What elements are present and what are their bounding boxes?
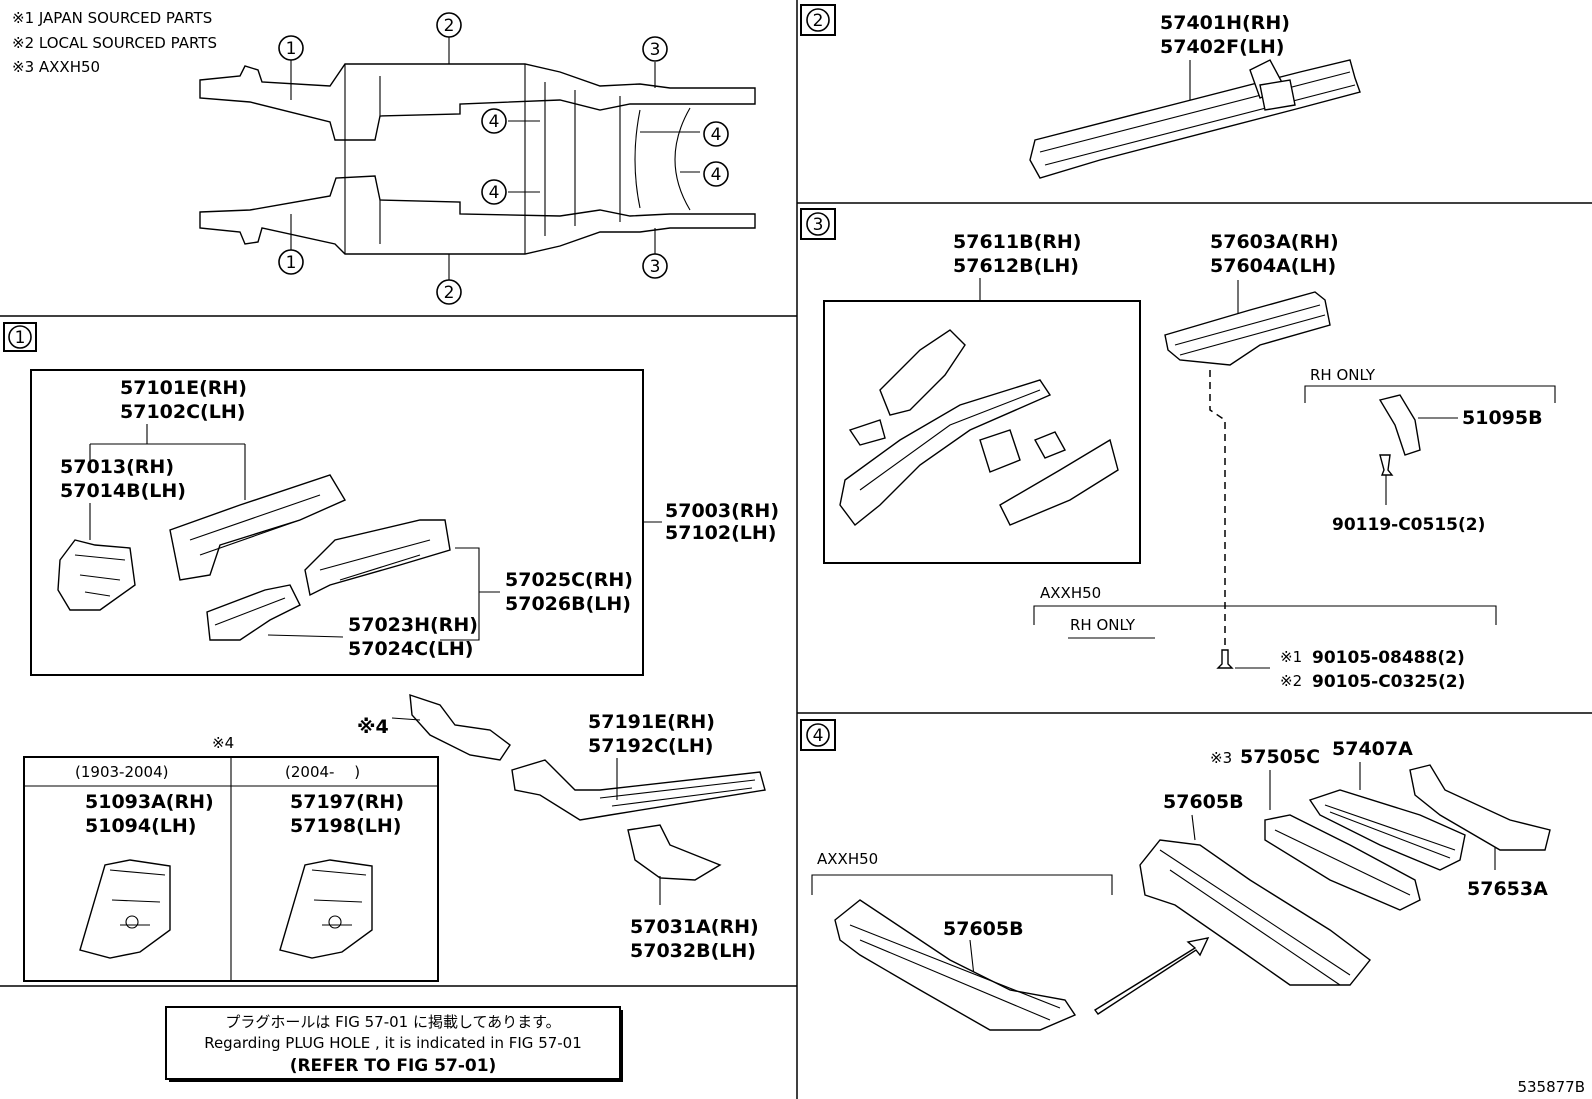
table-note-mark: ※4 (212, 734, 234, 752)
part-57031a: 57031A(RH) (630, 916, 759, 938)
part-57198: 57198(LH) (290, 815, 401, 837)
section-1-leaders (89, 424, 662, 641)
svg-text:3: 3 (650, 40, 661, 60)
part-57025c: 57025C(RH) (505, 569, 633, 591)
svg-text:4: 4 (489, 112, 500, 132)
svg-text:3: 3 (650, 257, 661, 277)
section-1-group-box (30, 369, 644, 676)
svg-text:1: 1 (286, 39, 297, 59)
part-57102c: 57102C(LH) (120, 401, 245, 423)
rh-only-label-1: RH ONLY (1310, 366, 1376, 384)
part-57402f: 57402F(LH) (1160, 36, 1284, 58)
mark-1: ※1 (1280, 648, 1302, 666)
part-57603a: 57603A(RH) (1210, 231, 1339, 253)
part-57032b: 57032B(LH) (630, 940, 756, 962)
part-57191e: 57191E(RH) (588, 711, 715, 733)
part-51095b-label: 51095B (1462, 407, 1543, 429)
figure-number: 535877B (1517, 1078, 1585, 1096)
callout-3-bottom (642, 253, 668, 279)
part-57407a: 57407A (1332, 738, 1413, 760)
part-57605b-lower: 57605B (943, 918, 1024, 940)
bracket-drawing-4 (391, 693, 511, 761)
part-90119-c0515: 90119-C0515(2) (1332, 515, 1485, 535)
part-57102: 57102(LH) (665, 522, 776, 544)
svg-text:2: 2 (444, 16, 455, 36)
rh-only-label-2: RH ONLY (1070, 616, 1136, 634)
part-57505c: 57505C (1240, 746, 1320, 768)
plug-hole-note: プラグホールは FIG 57-01 に掲載してあります。 Regarding P… (165, 1006, 623, 1082)
callout-4c (703, 121, 729, 147)
part-57013: 57013(RH) (60, 456, 174, 478)
note-line-japanese: プラグホールは FIG 57-01 に掲載してあります。 (225, 1013, 560, 1031)
part-57192c: 57192C(LH) (588, 735, 713, 757)
part-90105-08488: 90105-08488(2) (1312, 648, 1465, 668)
svg-text:4: 4 (489, 183, 500, 203)
callout-3-top (642, 36, 668, 62)
overview-callouts: 1 1 2 2 3 3 4 4 4 4 (278, 12, 729, 305)
variant-table: (1903-2004) (2004- ) 51093A(RH) 51094(LH… (23, 756, 439, 982)
note-mark-4: ※4 (357, 716, 389, 738)
part-57604a: 57604A(LH) (1210, 255, 1336, 277)
part-57612b: 57612B(LH) (953, 255, 1079, 277)
svg-text:3: 3 (813, 215, 824, 235)
overview-frame-drawing (199, 63, 756, 255)
callout-2-bottom (436, 279, 462, 305)
callout-4a (481, 108, 507, 134)
note-line-english: Regarding PLUG HOLE , it is indicated in… (204, 1034, 582, 1052)
note-axxh50: ※3 AXXH50 (12, 58, 100, 76)
svg-text:4: 4 (711, 125, 722, 145)
table-header-1903-2004: (1903-2004) (75, 763, 168, 781)
section-2-part-drawing (1029, 59, 1361, 179)
part-90105-c0325: 90105-C0325(2) (1312, 672, 1465, 692)
note-local-sourced: ※2 LOCAL SOURCED PARTS (12, 34, 217, 52)
bracket-51095-drawing (1378, 394, 1458, 505)
section-3-rail-drawing (1164, 280, 1331, 650)
part-51093a: 51093A(RH) (85, 791, 214, 813)
part-57611b: 57611B(RH) (953, 231, 1081, 253)
callout-1-top (278, 35, 304, 61)
part-51094: 51094(LH) (85, 815, 196, 837)
part-57197: 57197(RH) (290, 791, 404, 813)
part-57653a: 57653A (1467, 878, 1548, 900)
part-57605b-upper: 57605B (1163, 791, 1244, 813)
note-japan-sourced: ※1 JAPAN SOURCED PARTS (12, 9, 212, 27)
svg-text:4: 4 (813, 726, 824, 746)
bolt-drawing-section3 (1216, 649, 1270, 669)
table-header-2004: (2004- ) (285, 763, 360, 781)
callout-1-bottom (278, 249, 304, 275)
svg-text:4: 4 (711, 165, 722, 185)
callout-4b (481, 179, 507, 205)
axxh50-label-4: AXXH50 (817, 850, 878, 868)
svg-text:2: 2 (813, 11, 824, 31)
axxh50-label-3: AXXH50 (1040, 584, 1101, 602)
section-4-upper-drawings (1139, 762, 1551, 986)
callout-2-top (436, 12, 462, 38)
rocker-panel-drawing (511, 758, 766, 821)
part-57026b: 57026B(LH) (505, 593, 631, 615)
part-57014b: 57014B(LH) (60, 480, 186, 502)
part-57023h: 57023H(RH) (348, 614, 478, 636)
part-57401h: 57401H(RH) (1160, 12, 1290, 34)
mark-2: ※2 (1280, 672, 1302, 690)
note-line-refer: (REFER TO FIG 57-01) (290, 1056, 497, 1076)
callout-4d (703, 161, 729, 187)
svg-text:1: 1 (15, 328, 26, 348)
mark-3: ※3 (1210, 749, 1232, 767)
svg-text:2: 2 (444, 283, 455, 303)
part-57003: 57003(RH) (665, 500, 779, 522)
section-1-part-drawings (57, 474, 451, 641)
svg-text:1: 1 (286, 253, 297, 273)
bracket-57031-drawing (627, 824, 722, 905)
part-57024c: 57024C(LH) (348, 638, 473, 660)
section-3-group-drawings (839, 329, 1119, 526)
part-57101e: 57101E(RH) (120, 377, 247, 399)
section-4-lower-drawing (834, 899, 1210, 1031)
